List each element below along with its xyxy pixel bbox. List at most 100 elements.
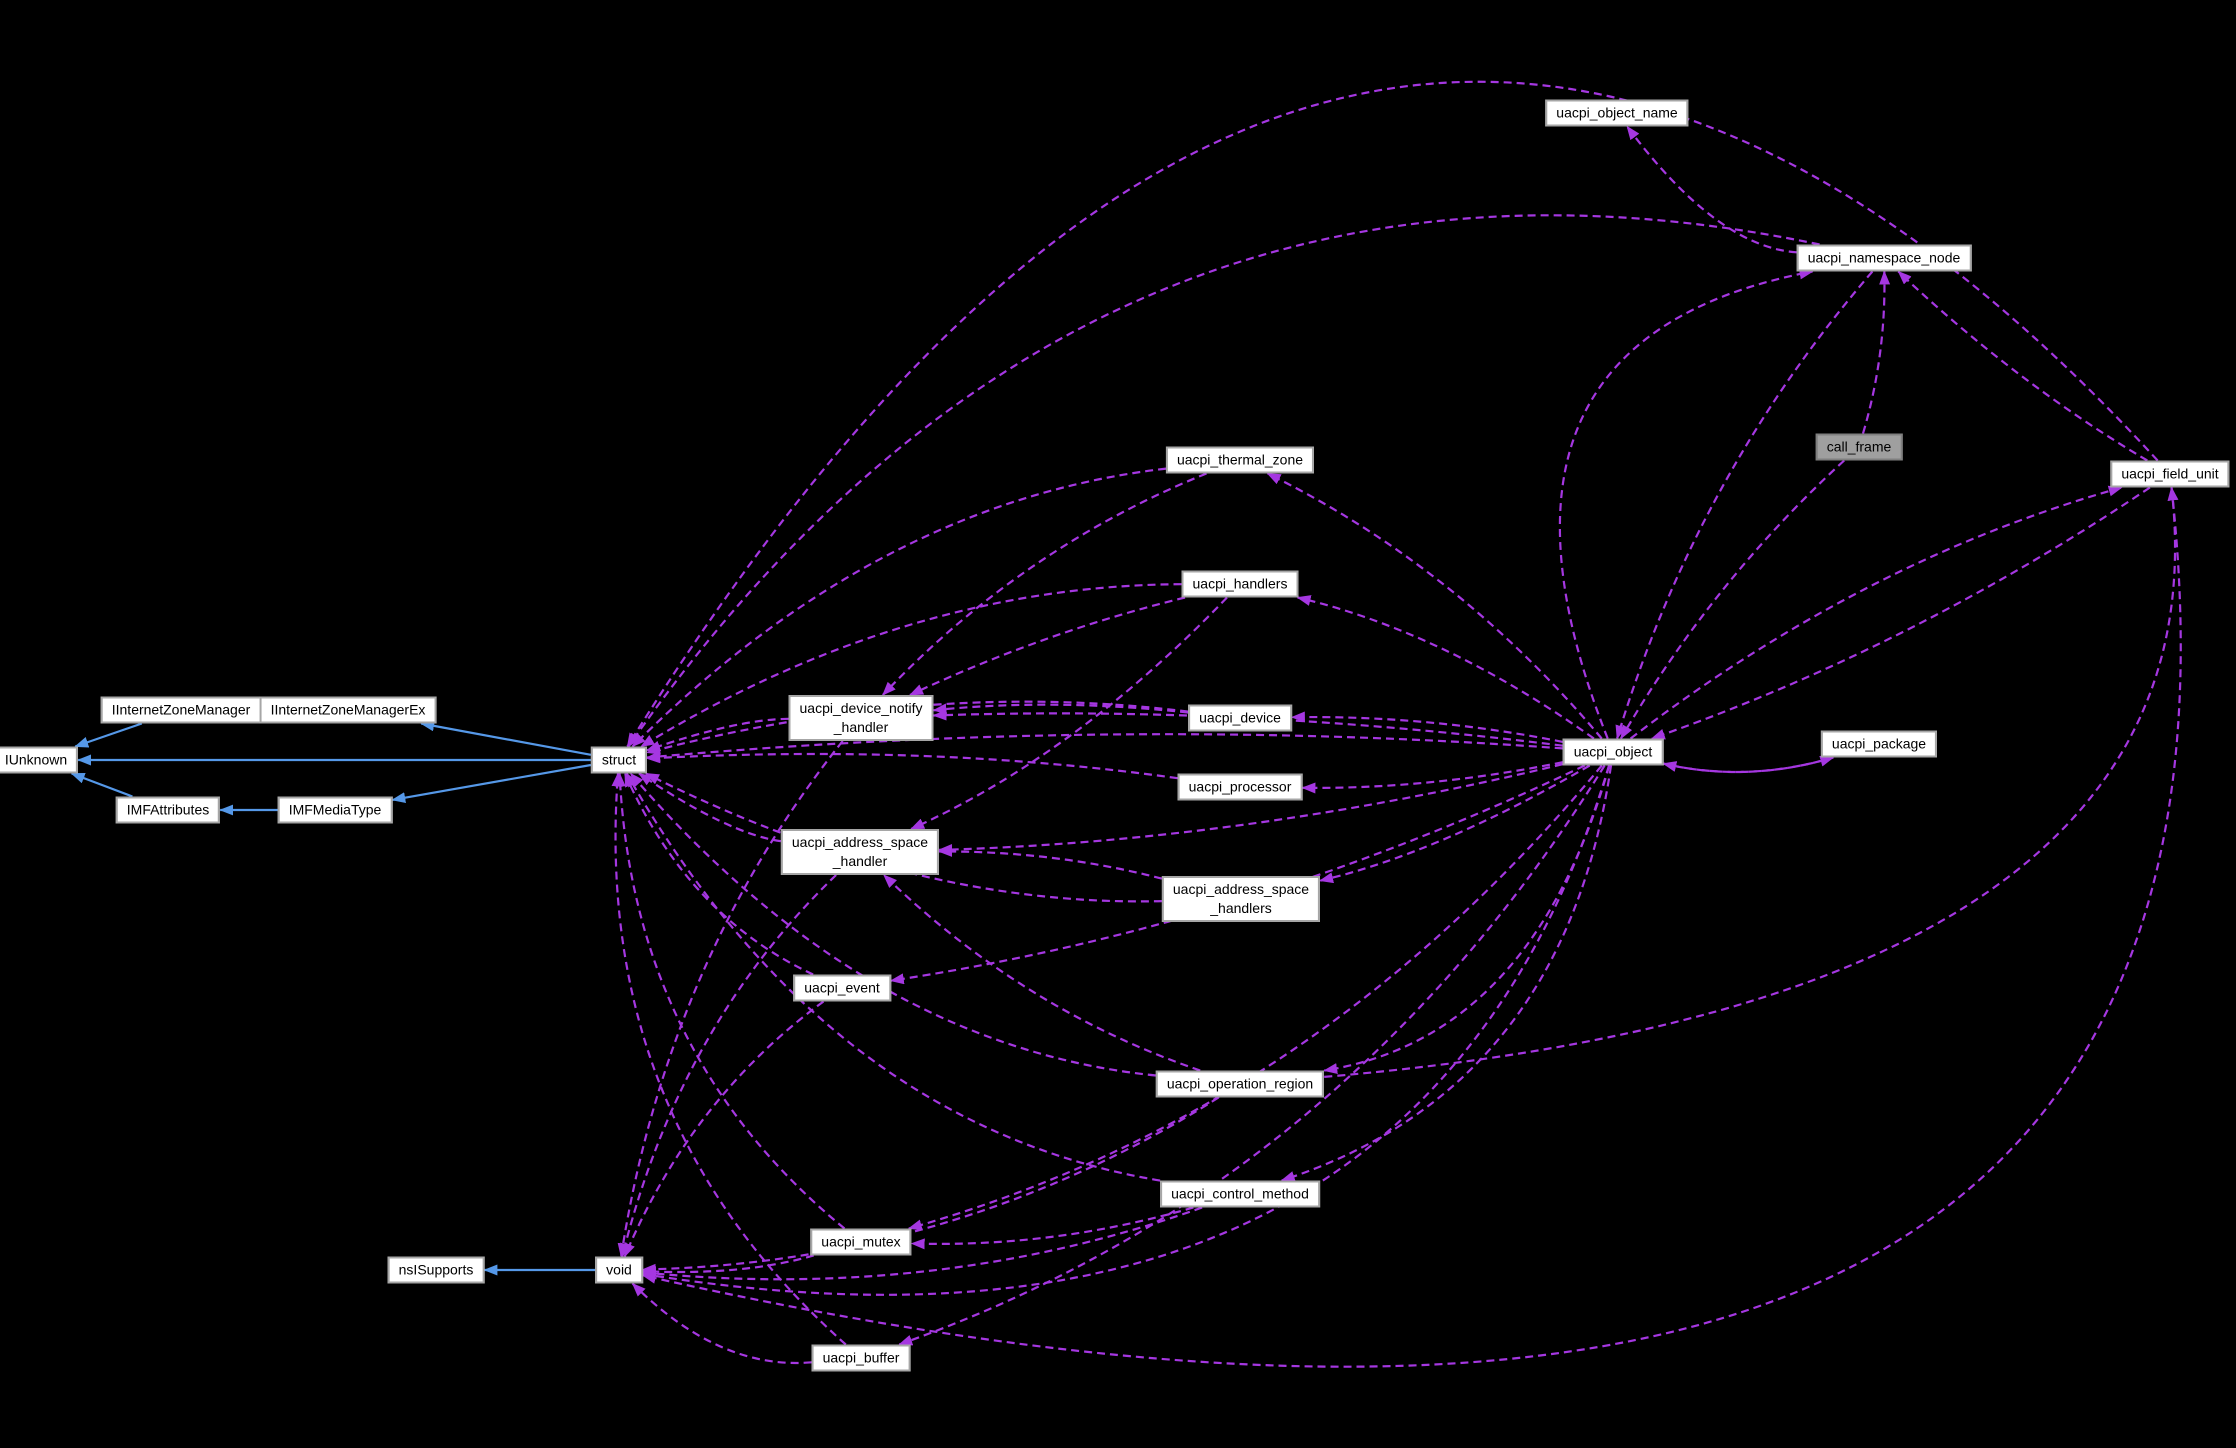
- edge-uacpi_operation_region-uacpi_field_unit: [1324, 486, 2179, 1078]
- edge-uacpi_event-void: [623, 1000, 825, 1258]
- edge-uacpi_object-uacpi_device_notify_handler: [932, 709, 1563, 747]
- edge-uacpi_namespace_node-uacpi_object_name: [1626, 125, 1797, 254]
- node-label: IMFAttributes: [126, 801, 210, 818]
- node-uacpi-event[interactable]: uacpi_event: [793, 974, 891, 1002]
- node-label: uacpi_device_notify _handler: [799, 700, 923, 735]
- node-imfattributes[interactable]: IMFAttributes: [115, 796, 221, 824]
- node-label: uacpi_object_name: [1556, 104, 1678, 121]
- node-uacpi-device[interactable]: uacpi_device: [1188, 704, 1292, 732]
- edge-uacpi_object-struct: [646, 733, 1563, 762]
- node-label: uacpi_object: [1573, 743, 1653, 760]
- node-struct[interactable]: struct: [590, 746, 648, 774]
- node-uacpi-handlers[interactable]: uacpi_handlers: [1181, 570, 1299, 598]
- node-uacpi-operation-region[interactable]: uacpi_operation_region: [1155, 1070, 1325, 1098]
- node-call-frame[interactable]: call_frame: [1815, 433, 1903, 461]
- node-uacpi-control-method[interactable]: uacpi_control_method: [1160, 1180, 1320, 1208]
- node-label: uacpi_package: [1831, 735, 1927, 752]
- edge-call_frame-uacpi_namespace_node: [1861, 270, 1891, 434]
- edge-uacpi_control_method-struct: [625, 772, 1161, 1182]
- node-label: uacpi_field_unit: [2121, 465, 2219, 482]
- edge-uacpi_namespace_node-struct: [627, 214, 1820, 748]
- edge-uacpi_device-uacpi_device_notify_handler: [932, 703, 1189, 715]
- edge-uacpi_object-uacpi_handlers: [1296, 595, 1595, 740]
- edge-uacpi_object-uacpi_buffer: [898, 764, 1606, 1346]
- edge-uacpi_object-uacpi_namespace_node: [1558, 268, 1814, 739]
- node-label: call_frame: [1826, 438, 1892, 455]
- node-void[interactable]: void: [595, 1256, 643, 1284]
- node-uacpi-device-notify-handler[interactable]: uacpi_device_notify _handler: [788, 695, 934, 741]
- edge-uacpi_object-uacpi_address_space_handler: [938, 763, 1563, 856]
- edge-uacpi_object-uacpi_field_unit: [1629, 485, 2123, 740]
- edge-uacpi_device_notify_handler-void: [617, 740, 844, 1258]
- edge-imfattributes-iunknown: [70, 772, 133, 798]
- edge-uacpi_address_space_handler-void: [620, 874, 837, 1258]
- node-uacpi-thermal-zone[interactable]: uacpi_thermal_zone: [1165, 446, 1315, 474]
- node-label: uacpi_namespace_node: [1807, 249, 1961, 266]
- edge-uacpi_mutex-void: [641, 1254, 815, 1278]
- edge-uacpi_object-uacpi_address_space_handlers: [1319, 764, 1591, 884]
- node-label: IInternetZoneManagerEx: [270, 701, 426, 718]
- edge-struct-imfmediatype: [391, 763, 592, 804]
- edge-uacpi_thermal_zone-struct: [631, 467, 1167, 748]
- edge-uacpi_operation_region-uacpi_address_space_handler: [883, 874, 1201, 1072]
- node-uacpi-package[interactable]: uacpi_package: [1820, 730, 1938, 758]
- edge-uacpi_device_notify_handler-struct: [646, 717, 789, 752]
- edge-uacpi_object-uacpi_package: [1663, 755, 1835, 774]
- edge-uacpi_object-uacpi_device: [1290, 711, 1563, 743]
- node-imfmediatype[interactable]: IMFMediaType: [277, 796, 393, 824]
- node-label: uacpi_buffer: [822, 1349, 900, 1366]
- node-nsisupports[interactable]: nsISupports: [387, 1256, 485, 1284]
- edge-uacpi_address_space_handlers-struct: [645, 772, 1162, 903]
- node-label: uacpi_address_space _handler: [791, 834, 929, 869]
- node-uacpi-mutex[interactable]: uacpi_mutex: [810, 1228, 912, 1256]
- edge-uacpi_field_unit-uacpi_namespace_node: [1897, 270, 2148, 462]
- node-uacpi-buffer[interactable]: uacpi_buffer: [811, 1344, 911, 1372]
- edge-uacpi_address_space_handlers-uacpi_address_space_handler: [938, 845, 1163, 880]
- edge-uacpi_handlers-uacpi_device_notify_handler: [909, 596, 1186, 696]
- node-uacpi-namespace-node[interactable]: uacpi_namespace_node: [1796, 244, 1972, 272]
- node-iinternetzonemanager[interactable]: IInternetZoneManager: [100, 696, 262, 724]
- node-label: IInternetZoneManager: [111, 701, 251, 718]
- node-label: IUnknown: [4, 751, 68, 768]
- node-uacpi-address-space-handlers[interactable]: uacpi_address_space _handlers: [1161, 876, 1321, 922]
- edge-uacpi_operation_region-void: [641, 1096, 1220, 1275]
- edge-uacpi_object-uacpi_mutex: [907, 764, 1603, 1231]
- edge-uacpi_namespace_node-uacpi_object: [1615, 270, 1874, 740]
- edge-uacpi_object-uacpi_processor: [1301, 761, 1563, 794]
- edge-uacpi_field_unit-uacpi_object: [1650, 486, 2151, 740]
- edge-uacpi_object-uacpi_thermal_zone: [1266, 472, 1603, 740]
- edge-uacpi_control_method-uacpi_mutex: [910, 1206, 1194, 1250]
- edge-uacpi_object-uacpi_operation_region: [1323, 765, 1611, 1074]
- edge-uacpi_object-void: [641, 765, 1611, 1296]
- node-uacpi-processor[interactable]: uacpi_processor: [1177, 773, 1303, 801]
- edge-uacpi_event-struct: [623, 772, 814, 976]
- node-label: uacpi_handlers: [1192, 575, 1288, 592]
- edge-uacpi_mutex-struct: [614, 772, 846, 1230]
- node-uacpi-object-name[interactable]: uacpi_object_name: [1545, 99, 1689, 127]
- node-label: uacpi_processor: [1188, 778, 1292, 795]
- node-uacpi-address-space-handler[interactable]: uacpi_address_space _handler: [780, 829, 940, 875]
- edge-uacpi_buffer-void: [631, 1282, 812, 1365]
- node-label: uacpi_operation_region: [1166, 1075, 1314, 1092]
- edge-iinternetzonemanager-iunknown: [74, 722, 143, 748]
- edge-uacpi_handlers-uacpi_address_space_handler: [910, 596, 1228, 831]
- node-label: void: [606, 1261, 632, 1278]
- node-label: uacpi_thermal_zone: [1176, 451, 1304, 468]
- node-iunknown[interactable]: IUnknown: [0, 746, 79, 774]
- edge-struct-iinternetzonemanagerex: [420, 720, 592, 756]
- node-label: nsISupports: [398, 1261, 474, 1278]
- node-label: uacpi_address_space _handlers: [1172, 881, 1310, 916]
- edge-uacpi_package-uacpi_object: [1662, 756, 1834, 774]
- edge-uacpi_object-uacpi_control_method: [1280, 765, 1613, 1182]
- node-label: uacpi_mutex: [821, 1233, 901, 1250]
- node-label: struct: [601, 751, 637, 768]
- edge-uacpi_operation_region-struct: [629, 772, 1156, 1077]
- node-uacpi-field-unit[interactable]: uacpi_field_unit: [2110, 460, 2230, 488]
- edge-uacpi_address_space_handler-struct: [638, 772, 782, 843]
- node-iinternetzonemanagerex[interactable]: IInternetZoneManagerEx: [259, 696, 437, 724]
- edge-uacpi_field_unit-struct: [626, 80, 2159, 748]
- node-uacpi-object[interactable]: uacpi_object: [1562, 738, 1664, 766]
- edge-uacpi_handlers-struct: [640, 583, 1182, 748]
